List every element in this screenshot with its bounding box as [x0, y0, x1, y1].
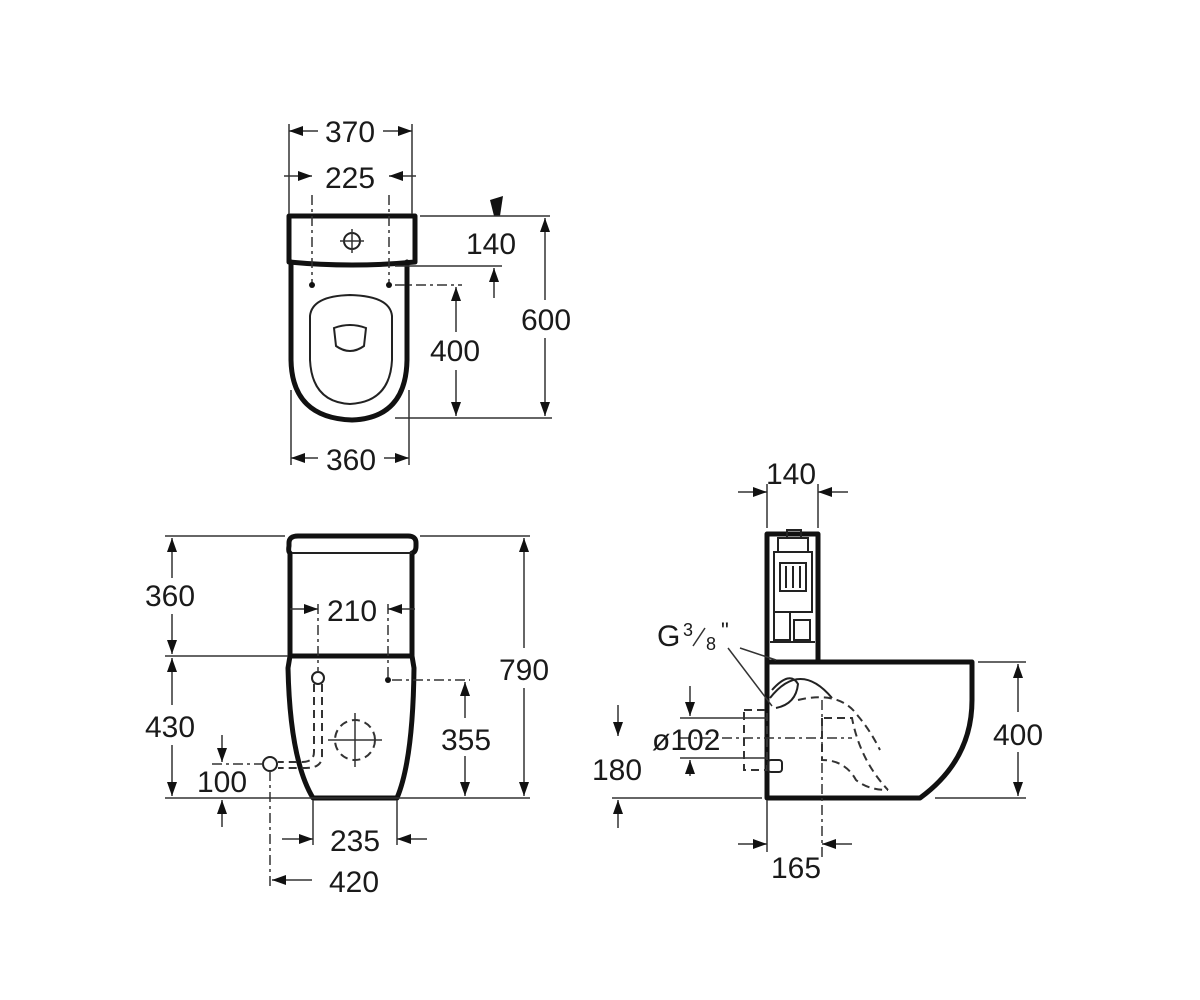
side-view: 140 G 3 8 " ø102 180 400 [592, 458, 1043, 885]
dim-235: 235 [330, 825, 380, 858]
top-view-outline [286, 195, 503, 423]
dim-outlet-diameter: ø102 [652, 724, 720, 757]
dim-140-side: 140 [766, 458, 816, 491]
dim-370: 370 [325, 116, 375, 149]
dim-360-top: 360 [326, 444, 376, 477]
thread-label-denominator: 8 [706, 634, 716, 654]
dim-600: 600 [521, 304, 571, 337]
dim-165: 165 [771, 852, 821, 885]
dim-355: 355 [441, 724, 491, 757]
side-view-outline [680, 529, 975, 860]
dim-140-top: 140 [466, 228, 516, 261]
dim-225: 225 [325, 162, 375, 195]
dim-430: 430 [145, 711, 195, 744]
dim-360-front: 360 [145, 580, 195, 613]
dim-210: 210 [327, 595, 377, 628]
dim-100: 100 [197, 766, 247, 799]
dim-420: 420 [329, 866, 379, 899]
thread-callout: G 3 8 " [657, 618, 777, 707]
thread-label-suffix: " [721, 618, 729, 643]
dim-400-top: 400 [430, 335, 480, 368]
thread-label-numerator: 3 [683, 620, 693, 640]
dim-790: 790 [499, 654, 549, 687]
front-view: 360 430 210 790 355 100 [145, 533, 549, 899]
dim-400-side: 400 [993, 719, 1043, 752]
thread-label-g: G [657, 620, 680, 653]
top-view: 370 225 140 600 400 360 [284, 116, 571, 477]
dim-180: 180 [592, 754, 642, 787]
front-view-outline [262, 533, 419, 888]
